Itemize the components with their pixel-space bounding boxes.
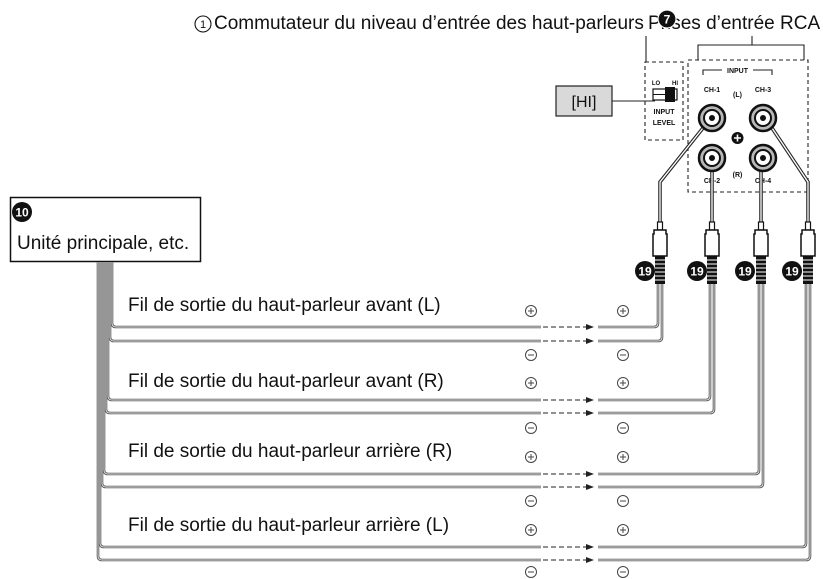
rca-cable-4 [770,127,810,222]
svg-text:19: 19 [690,264,704,278]
callout-number-badge: 1 [194,15,212,33]
svg-text:7: 7 [664,12,671,26]
wire-label: Fil de sortie du haut-parleur arrière (L… [128,515,449,536]
panel-header: INPUT [727,68,749,75]
jack-label-left: (L) [733,92,742,99]
callout-number-badge: 7 [657,9,677,29]
switch-setting-label: [HI] [572,94,597,111]
speaker-output-wire-rear-right: Fil de sortie du haut-parleur arrière (R… [100,262,765,507]
input-level-switch-panel: LO HI INPUT LEVEL [644,61,684,141]
slide-switch-icon [652,87,678,102]
switch-title-line2: LEVEL [653,120,676,127]
callout-number-badge: 10 [12,202,32,222]
callout-label: Commutateur du niveau d’entrée des haut-… [214,13,644,34]
rca-cables [658,126,810,222]
jack-label-ch4: CH-4 [755,178,771,185]
panel-header-bracket [702,69,773,75]
plus-terminal-icon [525,451,537,463]
callout-rca-input-jacks: Prises d’entrée RCA 7 [648,9,820,60]
main-unit-box: 10 Unité principale, etc. [9,196,202,263]
jack-label-ch3: CH-3 [755,87,771,94]
svg-text:19: 19 [638,264,652,278]
minus-terminal-icon [617,422,629,434]
minus-terminal-icon [617,495,629,507]
plus-terminal-icon [525,524,537,536]
svg-text:19: 19 [785,264,799,278]
rca-cable-1 [658,126,705,222]
switch-high-label: HI [672,81,678,87]
switch-setting-box: [HI] [555,85,655,117]
connector-arrow [543,544,594,563]
jack-label-right: (R) [733,172,743,179]
callout-bracket-line [697,36,805,60]
svg-text:10: 10 [15,205,29,219]
minus-terminal-icon [525,349,537,361]
rca-plug-3 [753,221,769,284]
callout-input-level-switch: 1 Commutateur du niveau d’entrée des hau… [194,13,647,62]
rca-jack-ch2 [697,143,727,173]
callout-rca-cable-badge: 19 [782,261,802,281]
plus-terminal-icon [617,305,629,317]
rca-plug-4 [800,221,816,284]
rca-jack-ch4 [748,143,778,173]
connector-arrow [543,397,594,416]
main-unit-label: Unité principale, etc. [17,233,189,254]
plus-terminal-icon [617,451,629,463]
plus-terminal-icon [525,305,537,317]
callout-rca-cable-badge: 19 [635,261,655,281]
wire-label: Fil de sortie du haut-parleur avant (L) [128,295,441,316]
wire-label: Fil de sortie du haut-parleur avant (R) [128,371,444,392]
speaker-output-wire-front-left: Fil de sortie du haut-parleur avant (L) [108,262,664,361]
rca-plug-1 [652,221,668,284]
connector-arrow [543,471,594,490]
wire-label: Fil de sortie du haut-parleur arrière (R… [128,441,452,462]
switch-low-label: LO [652,81,661,87]
speaker-output-wire-front-right: Fil de sortie du haut-parleur avant (R) [104,262,716,434]
rca-plug-2 [704,221,720,284]
rca-jack-ch3 [748,103,778,133]
plus-terminal-icon [617,524,629,536]
plus-terminal-icon [525,377,537,389]
minus-terminal-icon [617,349,629,361]
plus-terminal-icon [617,377,629,389]
connector-arrow [543,324,594,344]
minus-terminal-icon [525,422,537,434]
center-plus-icon [731,132,744,144]
switch-title-line1: INPUT [654,109,676,116]
minus-terminal-icon [617,566,629,578]
svg-text:1: 1 [200,19,206,31]
minus-terminal-icon [525,566,537,578]
callout-rca-cable-badge: 19 [735,261,755,281]
callout-label: Prises d’entrée RCA [648,13,820,34]
callout-rca-cable-badge: 19 [687,261,707,281]
speaker-output-wire-rear-left: Fil de sortie du haut-parleur arrière (L… [96,262,812,578]
rca-jack-ch1 [697,103,727,133]
jack-label-ch1: CH-1 [704,87,720,94]
svg-text:19: 19 [738,264,752,278]
minus-terminal-icon [525,495,537,507]
